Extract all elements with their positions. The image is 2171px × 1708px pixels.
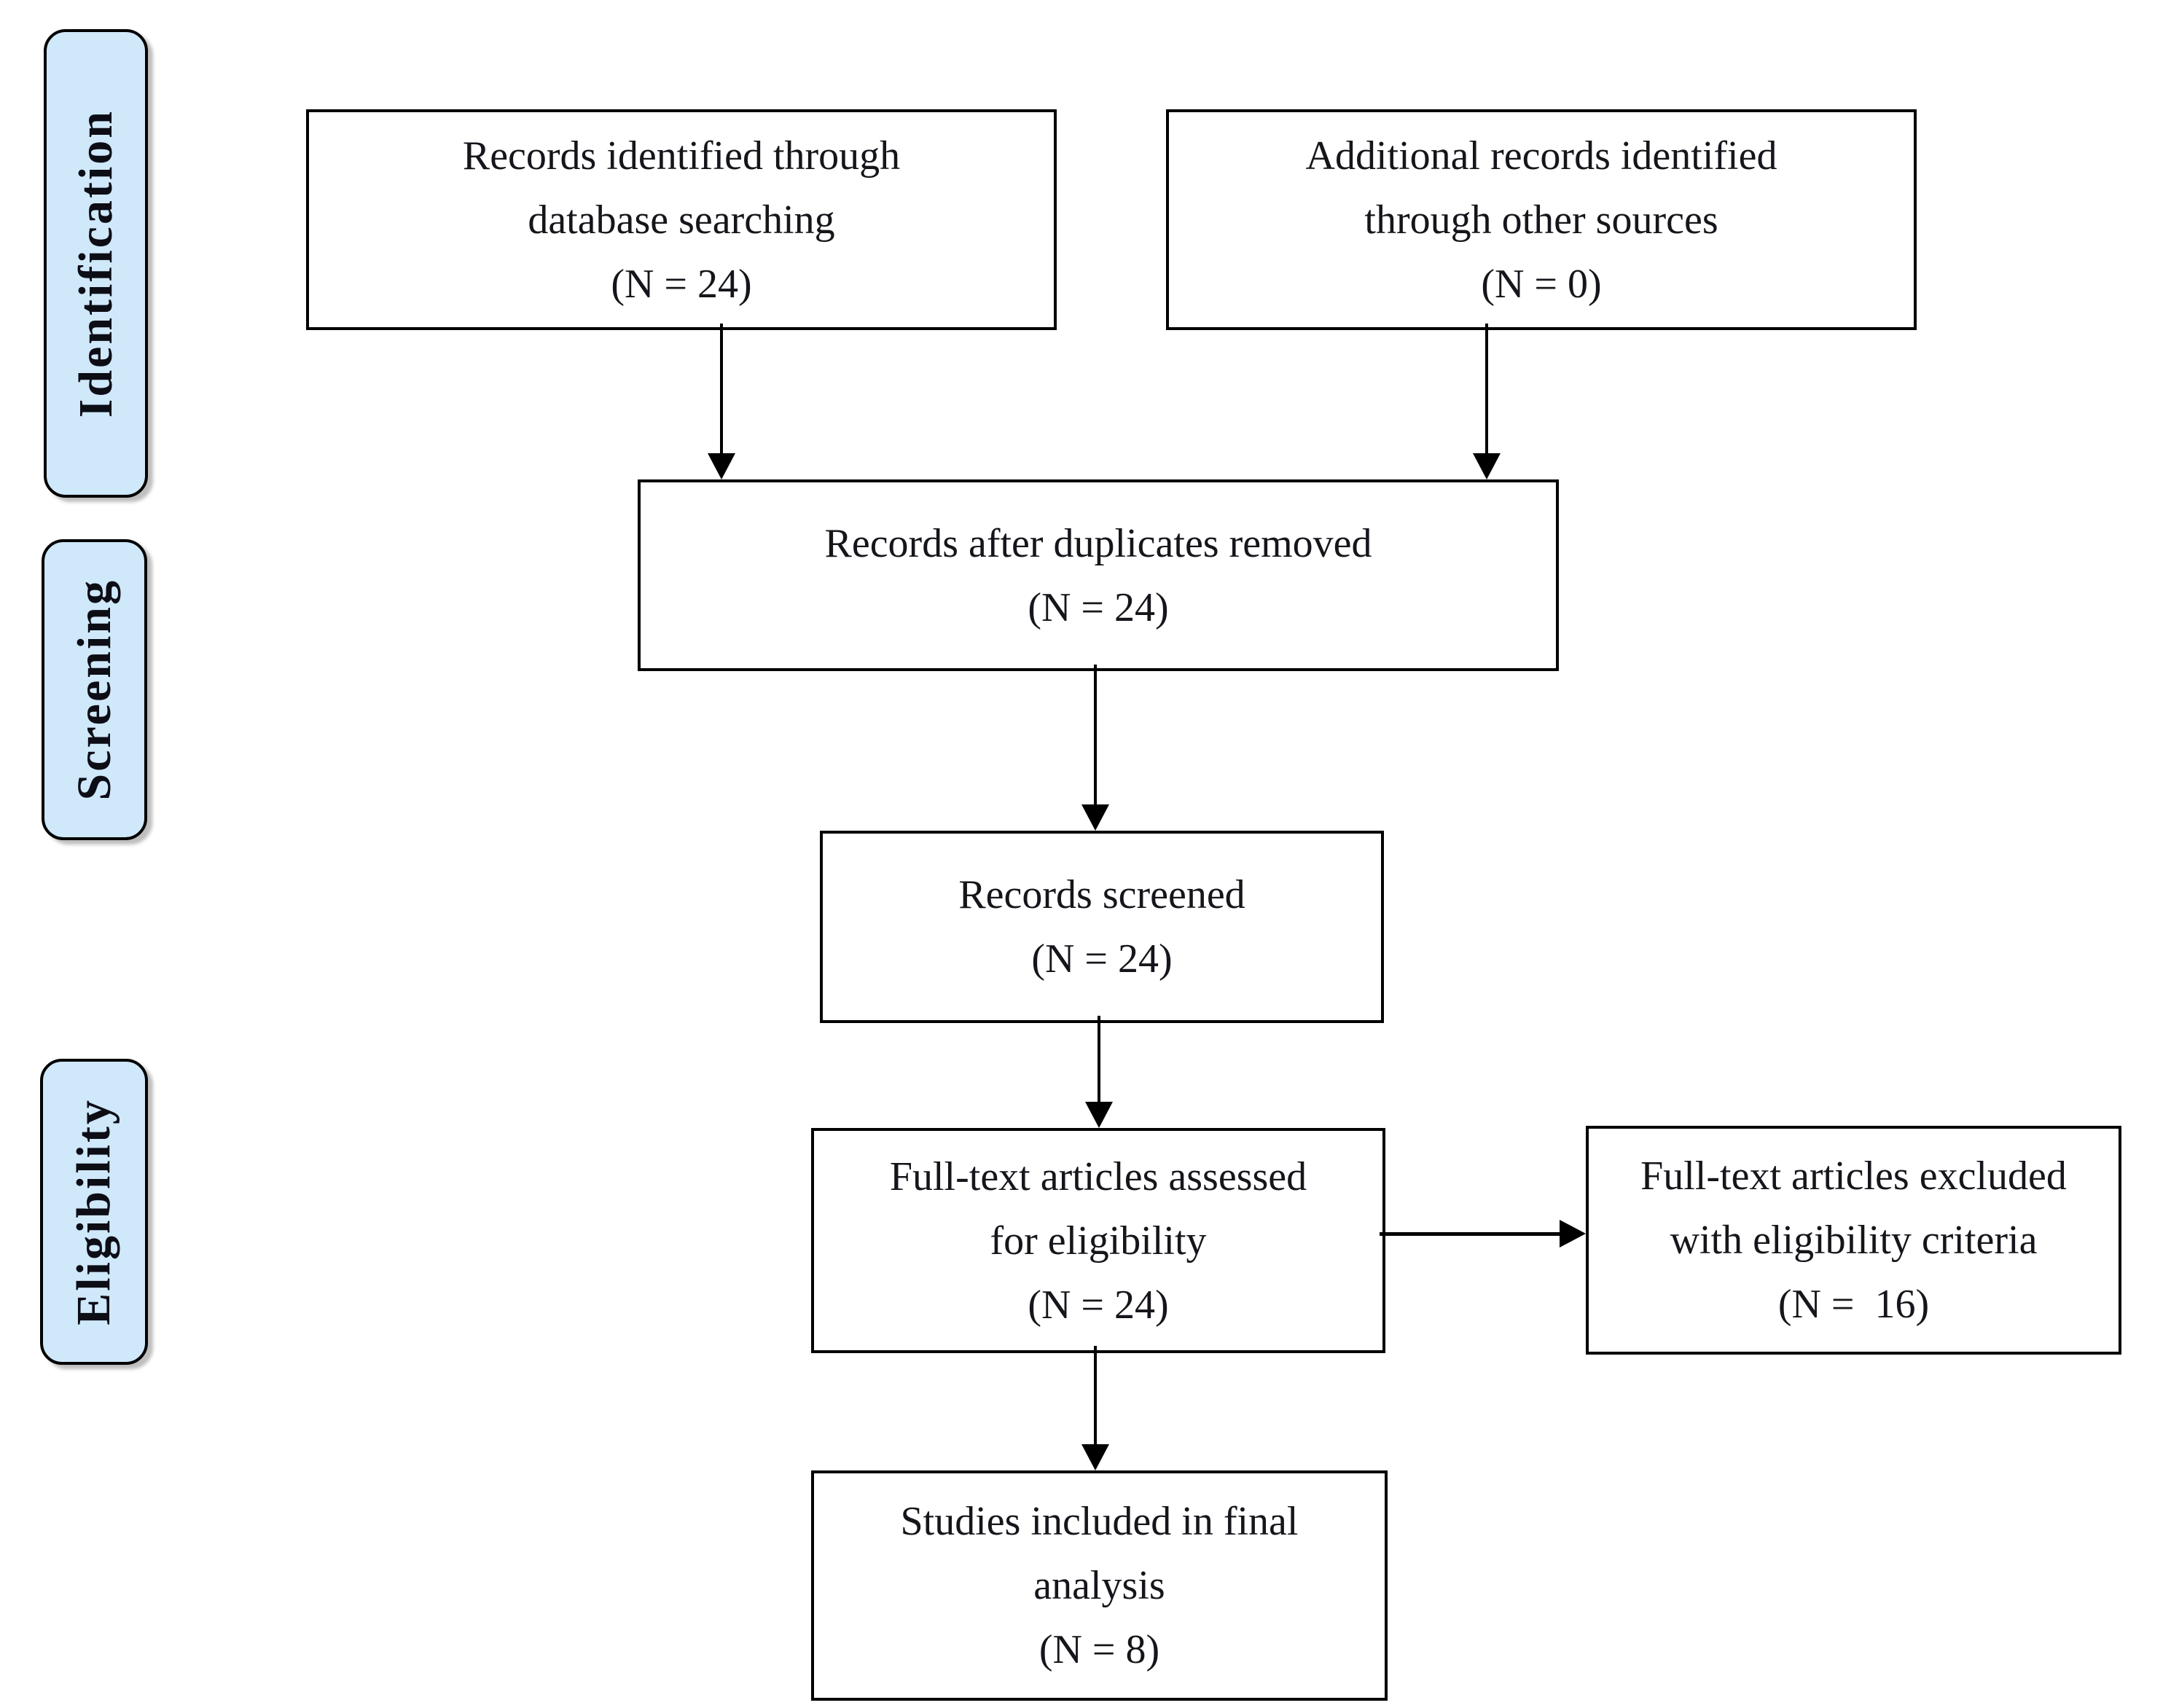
arrowhead-down-icon bbox=[1081, 804, 1109, 831]
node-fulltext-assessed: Full-text articles assessed for eligibil… bbox=[811, 1128, 1385, 1353]
node-fulltext-excluded-line2: with eligibility criteria bbox=[1670, 1218, 2038, 1263]
node-records-identified-line1: Records identified through bbox=[462, 133, 901, 179]
arrow-shaft bbox=[1485, 324, 1488, 453]
arrowhead-down-icon bbox=[1081, 1444, 1109, 1470]
node-duplicates-removed-count: (N = 24) bbox=[1028, 584, 1169, 630]
node-records-screened: Records screened (N = 24) bbox=[820, 831, 1384, 1023]
arrowhead-down-icon bbox=[1473, 453, 1501, 479]
node-fulltext-assessed-line1: Full-text articles assessed bbox=[889, 1153, 1307, 1199]
node-fulltext-assessed-line2: for eligibility bbox=[990, 1218, 1207, 1264]
arrow-shaft bbox=[1098, 1016, 1100, 1102]
stage-label-screening-text: Screening bbox=[67, 579, 121, 801]
stage-label-identification-text: Identification bbox=[69, 109, 122, 418]
node-duplicates-removed: Records after duplicates removed (N = 24… bbox=[638, 479, 1559, 671]
node-additional-records-line1: Additional records identified bbox=[1305, 133, 1777, 179]
stage-label-identification: Identification bbox=[44, 29, 148, 498]
node-records-screened-line1: Records screened bbox=[958, 872, 1245, 917]
node-studies-included-line1: Studies included in final bbox=[900, 1499, 1299, 1544]
node-records-identified-count: (N = 24) bbox=[611, 261, 752, 307]
node-duplicates-removed-line1: Records after duplicates removed bbox=[824, 520, 1372, 566]
arrow-shaft bbox=[1094, 665, 1097, 804]
arrowhead-right-icon bbox=[1560, 1220, 1586, 1247]
node-additional-records: Additional records identified through ot… bbox=[1166, 109, 1917, 330]
node-fulltext-excluded: Full-text articles excluded with eligibi… bbox=[1586, 1126, 2121, 1355]
arrow-shaft bbox=[720, 324, 723, 453]
arrow-shaft bbox=[1094, 1346, 1097, 1444]
arrowhead-down-icon bbox=[1085, 1102, 1113, 1128]
node-fulltext-assessed-count: (N = 24) bbox=[1028, 1282, 1169, 1328]
node-studies-included-count: (N = 8) bbox=[1038, 1627, 1160, 1672]
node-studies-included-line2: analysis bbox=[1033, 1563, 1165, 1608]
stage-label-eligibility-text: Eligibility bbox=[67, 1098, 120, 1325]
node-additional-records-line2: through other sources bbox=[1364, 197, 1718, 243]
stage-label-eligibility: Eligibility bbox=[40, 1059, 148, 1365]
arrowhead-down-icon bbox=[708, 453, 735, 479]
node-studies-included: Studies included in final analysis (N = … bbox=[811, 1470, 1388, 1701]
node-records-identified: Records identified through database sear… bbox=[306, 109, 1057, 330]
node-records-identified-line2: database searching bbox=[528, 197, 835, 243]
stage-label-screening: Screening bbox=[42, 539, 147, 840]
arrow-shaft bbox=[1380, 1232, 1560, 1236]
node-fulltext-excluded-count: (N = 16) bbox=[1777, 1282, 1930, 1327]
node-additional-records-count: (N = 0) bbox=[1481, 261, 1602, 307]
node-records-screened-count: (N = 24) bbox=[1031, 936, 1173, 982]
node-fulltext-excluded-line1: Full-text articles excluded bbox=[1640, 1153, 2067, 1199]
